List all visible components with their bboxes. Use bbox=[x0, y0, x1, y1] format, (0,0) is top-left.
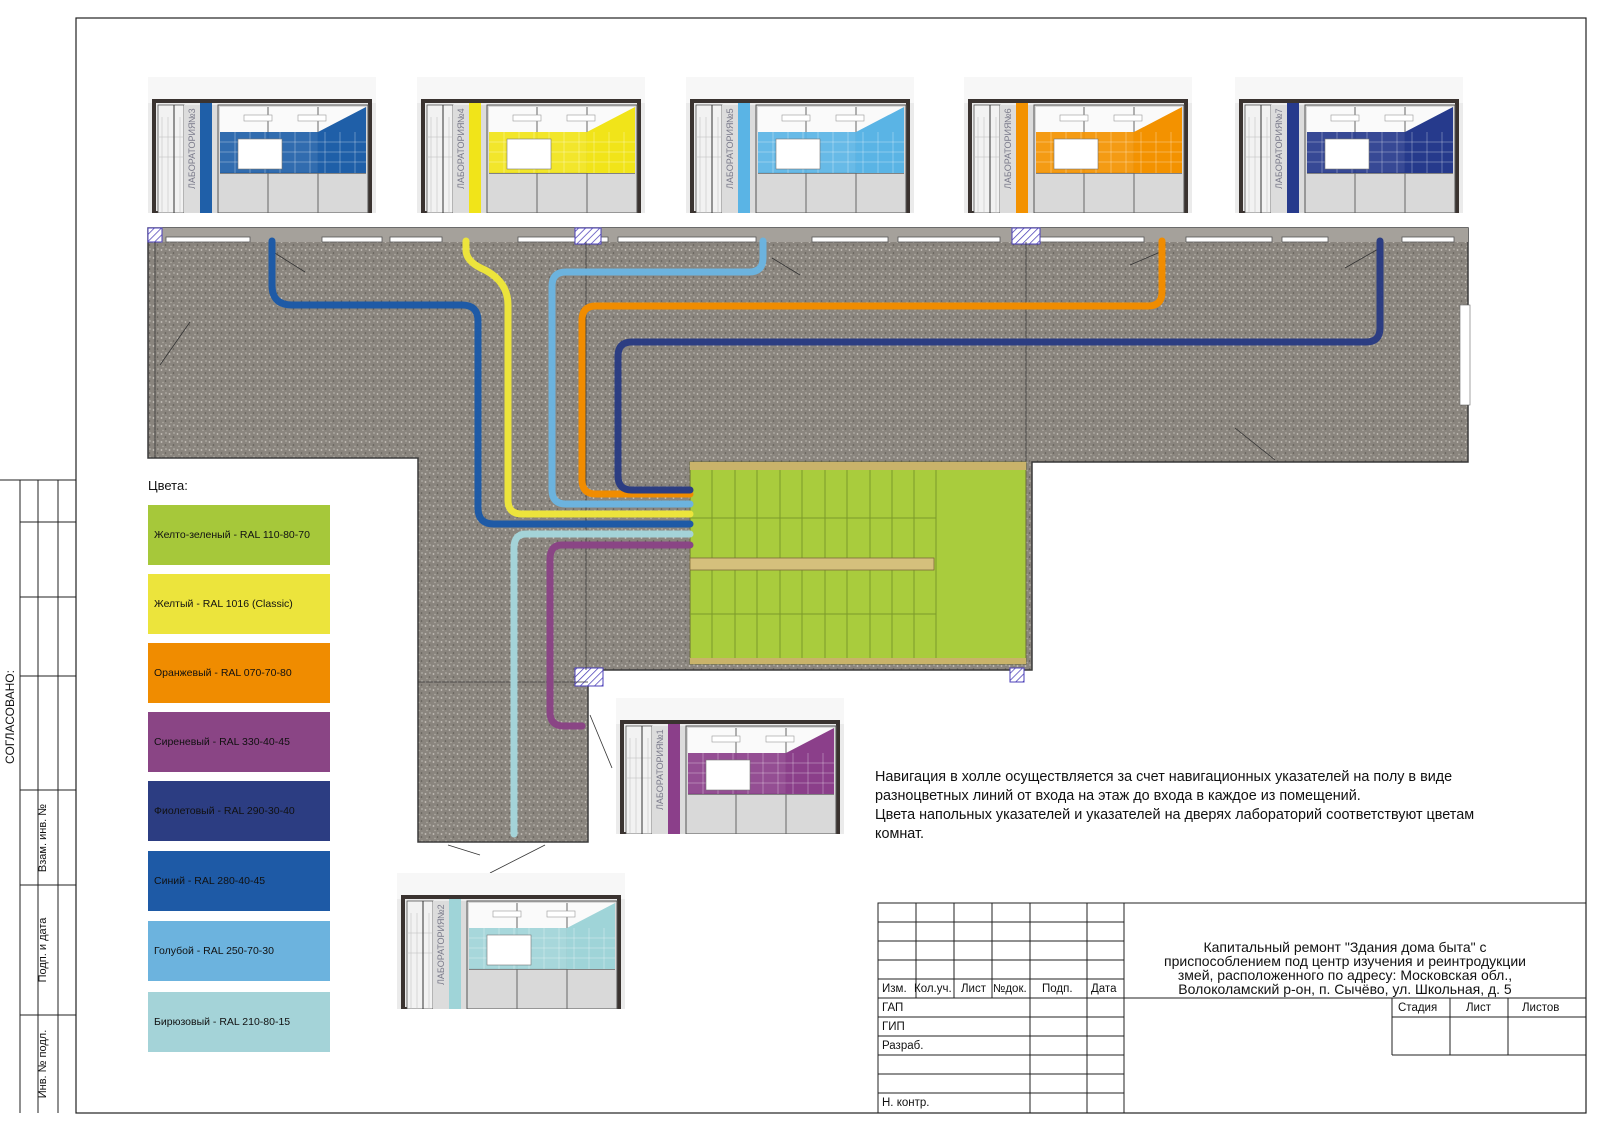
project-title-line: приспособлением под центр изучения и реи… bbox=[1164, 953, 1526, 969]
tb-header-signature: Подп. bbox=[1042, 983, 1073, 995]
tb-sheet-header: Лист bbox=[1466, 1002, 1491, 1014]
legend-swatch: Фиолетовый - RAL 290-30-40 bbox=[148, 781, 330, 841]
tb-header-docnum: №док. bbox=[993, 983, 1027, 995]
legend-swatch-label: Синий - RAL 280-40-45 bbox=[154, 875, 266, 887]
door-room-number: №6 bbox=[1003, 108, 1013, 123]
door-room-label: ЛАБОРАТОРИЯ bbox=[187, 123, 197, 189]
door-room-number: №5 bbox=[725, 108, 735, 123]
legend-swatch-label: Голубой - RAL 250-70-30 bbox=[154, 945, 274, 957]
legend-swatch: Оранжевый - RAL 070-70-80 bbox=[148, 643, 330, 703]
door-room-label: ЛАБОРАТОРИЯ bbox=[436, 919, 446, 985]
note-line: разноцветных линий от входа на этаж до в… bbox=[875, 788, 1361, 804]
tb-header-count: Кол.уч. bbox=[914, 983, 952, 995]
legend-swatch: Голубой - RAL 250-70-30 bbox=[148, 921, 330, 981]
tb-header-date: Дата bbox=[1091, 983, 1117, 995]
legend-swatch-label: Желто-зеленый - RAL 110-80-70 bbox=[154, 529, 310, 541]
legend-title: Цвета: bbox=[148, 478, 188, 493]
tb-sheets-header: Листов bbox=[1522, 1002, 1560, 1014]
legend-swatch: Желто-зеленый - RAL 110-80-70 bbox=[148, 505, 330, 565]
door-color-stripe bbox=[668, 724, 680, 834]
legend-swatch-label: Сиреневый - RAL 330-40-45 bbox=[154, 736, 290, 748]
project-title: Капитальный ремонт "Здания дома быта" с … bbox=[1130, 940, 1560, 996]
legend-swatch: Синий - RAL 280-40-45 bbox=[148, 851, 330, 911]
project-title-line: змей, расположенного по адресу: Московск… bbox=[1177, 967, 1513, 983]
project-title-line: Волоколамский р-он, п. Сычёво, ул. Школь… bbox=[1178, 981, 1512, 997]
tb-stage-header: Стадия bbox=[1398, 1002, 1438, 1014]
door-color-stripe bbox=[449, 899, 461, 1009]
note-line: Цвета напольных указателей и указателей … bbox=[875, 807, 1475, 823]
door-room-label: ЛАБОРАТОРИЯ bbox=[456, 123, 466, 189]
tb-role-gip: ГИП bbox=[882, 1021, 905, 1033]
tb-header-sheet: Лист bbox=[961, 983, 986, 995]
note-line: комнат. bbox=[875, 826, 924, 842]
door-room-number: №2 bbox=[436, 904, 446, 919]
tb-header-change: Изм. bbox=[882, 983, 907, 995]
navigation-note: Навигация в холле осуществляется за счет… bbox=[875, 768, 1535, 844]
door-room-number: №1 bbox=[655, 729, 665, 744]
door-color-stripe bbox=[1287, 103, 1299, 213]
door-room-label: ЛАБОРАТОРИЯ bbox=[655, 744, 665, 810]
door-color-stripe bbox=[200, 103, 212, 213]
note-line: Навигация в холле осуществляется за счет… bbox=[875, 769, 1453, 785]
legend-swatch: Желтый - RAL 1016 (Classic) bbox=[148, 574, 330, 634]
door-room-label: ЛАБОРАТОРИЯ bbox=[1274, 123, 1284, 189]
tb-role-norm-control: Н. контр. bbox=[882, 1097, 930, 1109]
legend-swatch: Сиреневый - RAL 330-40-45 bbox=[148, 712, 330, 772]
door-room-label: ЛАБОРАТОРИЯ bbox=[725, 123, 735, 189]
legend-swatch: Бирюзовый - RAL 210-80-15 bbox=[148, 992, 330, 1052]
door-room-number: №4 bbox=[456, 108, 466, 123]
legend-swatch-label: Бирюзовый - RAL 210-80-15 bbox=[154, 1016, 291, 1028]
legend-swatch-label: Оранжевый - RAL 070-70-80 bbox=[154, 667, 292, 679]
legend-swatch-label: Желтый - RAL 1016 (Classic) bbox=[154, 598, 293, 610]
project-title-line: Капитальный ремонт "Здания дома быта" с bbox=[1203, 939, 1487, 955]
door-room-number: №3 bbox=[187, 108, 197, 123]
door-room-number: №7 bbox=[1274, 108, 1284, 123]
door-color-stripe bbox=[1016, 103, 1028, 213]
tb-role-gap: ГАП bbox=[882, 1002, 904, 1014]
door-color-stripe bbox=[738, 103, 750, 213]
legend-swatch-label: Фиолетовый - RAL 290-30-40 bbox=[154, 805, 295, 817]
tb-role-developer: Разраб. bbox=[882, 1040, 924, 1052]
door-color-stripe bbox=[469, 103, 481, 213]
door-room-label: ЛАБОРАТОРИЯ bbox=[1003, 123, 1013, 189]
